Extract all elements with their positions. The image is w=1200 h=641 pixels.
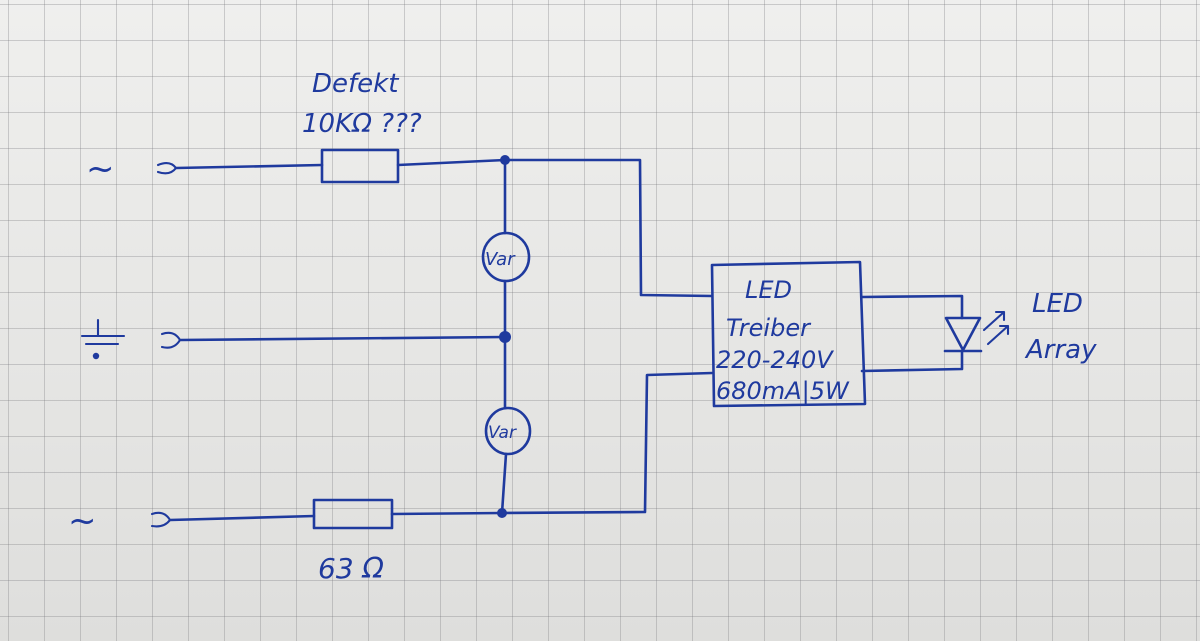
varistor-bottom-label: Var — [488, 423, 517, 443]
led-array-label-1: LED — [1032, 289, 1083, 319]
resistor-top-body — [320, 148, 400, 184]
led-driver-line1: LED — [745, 276, 792, 304]
resistor-top: Defekt 10KΩ ??? — [302, 69, 422, 184]
led-arrow-1 — [982, 310, 1006, 332]
led-arrow-2 — [986, 324, 1010, 346]
led-driver-line4: 680mA|5W — [716, 377, 850, 405]
led-driver-box — [710, 260, 867, 408]
varistor-top: Var — [481, 231, 531, 283]
resistor-bottom: 63 Ω — [312, 498, 394, 585]
resistor-top-value: 10KΩ ??? — [302, 109, 422, 139]
ac-input-top: ~ — [86, 149, 178, 189]
wire-led-bottom — [860, 350, 964, 373]
varistor-bottom-body — [484, 406, 532, 456]
wire-bottom-right — [390, 371, 714, 516]
plug-terminal-top — [156, 162, 178, 175]
led-driver: LED Treiber 220-240V 680mA|5W — [710, 260, 867, 408]
ac-input-bottom: ~ — [68, 501, 172, 541]
varistor-top-label: Var — [485, 249, 516, 270]
wire-ground — [178, 335, 507, 342]
ground-symbol-icon — [80, 318, 126, 346]
wire-top-right — [396, 158, 714, 298]
wire-bottom-left — [168, 514, 316, 522]
resistor-bottom-body — [312, 498, 394, 530]
wire-top-left — [174, 163, 324, 170]
ground-dot — [92, 352, 100, 360]
wire-bus-3 — [500, 452, 508, 515]
ac-symbol-bottom: ~ — [68, 501, 97, 541]
led-array-label-2: Array — [1024, 335, 1097, 365]
resistor-top-title: Defekt — [312, 69, 399, 99]
wire-led-top — [860, 294, 964, 320]
led-triangle — [944, 316, 982, 352]
ground-input — [80, 318, 182, 360]
led-diode-icon — [943, 310, 1010, 353]
led-driver-line3: 220-240V — [716, 346, 834, 374]
led-driver-line2: Treiber — [726, 314, 812, 342]
resistor-bottom-value: 63 Ω — [318, 552, 385, 585]
plug-terminal-bottom — [150, 511, 172, 528]
plug-terminal-ground — [160, 331, 182, 349]
varistor-bottom: Var — [484, 406, 532, 456]
ac-symbol-top: ~ — [86, 149, 115, 189]
